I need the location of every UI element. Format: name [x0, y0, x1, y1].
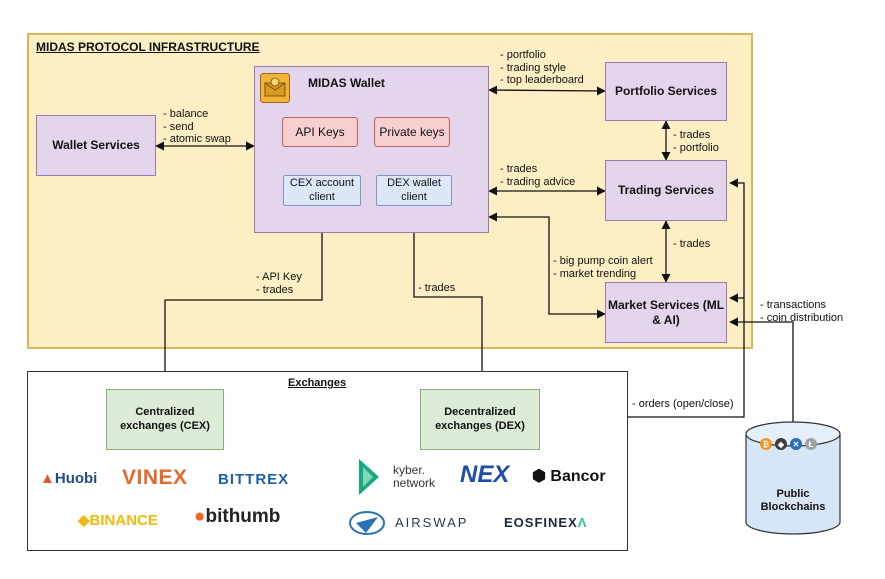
ripple-icon: ✕ — [790, 438, 802, 450]
wallet-services-box: Wallet Services — [36, 115, 156, 176]
edge-label-wallet-services: - balance - send - atomic swap — [163, 108, 231, 145]
wallet-services-label: Wallet Services — [52, 138, 140, 152]
dex-client-label: DEX wallet client — [387, 176, 441, 203]
bithumb-icon: ● — [194, 506, 206, 527]
litecoin-icon: Ł — [805, 438, 817, 450]
logo-huobi: ▲Huobi — [40, 470, 98, 487]
arrow-cex-exchange — [160, 206, 323, 390]
edge-label-portfolio-trading: - trades - portfolio — [673, 129, 719, 154]
bitcoin-icon: ₿ — [760, 438, 772, 450]
market-services-box: Market Services (ML & AI) — [605, 282, 727, 343]
logo-bithumb: ●bithumb — [194, 506, 281, 527]
arrow-portfolio — [488, 85, 606, 96]
logo-bancor: ⬢ Bancor — [532, 468, 606, 485]
binance-icon: ◆ — [78, 512, 90, 529]
arrow-dex-exchange — [413, 206, 487, 390]
api-keys-box: API Keys — [282, 117, 358, 147]
dex-exchange-box: Decentralized exchanges (DEX) — [420, 389, 540, 450]
edge-label-portfolio: - portfolio - trading style - top leader… — [500, 49, 584, 86]
infrastructure-title: MIDAS PROTOCOL INFRASTRUCTURE — [36, 40, 260, 54]
private-keys-box: Private keys — [374, 117, 450, 147]
logo-eosfinex: EOSFINEXΛ — [504, 515, 588, 530]
huobi-icon: ▲ — [40, 470, 55, 487]
api-keys-label: API Keys — [295, 124, 345, 139]
arrow-orders — [628, 178, 745, 418]
cex-client-label: CEX account client — [289, 176, 355, 203]
kyber-icon — [357, 457, 381, 497]
logo-nex: NEX — [460, 461, 510, 488]
edge-label-market-wallet: - big pump coin alert - market trending — [553, 255, 653, 280]
wallet-icon — [260, 73, 290, 103]
private-keys-label: Private keys — [379, 124, 445, 139]
dex-client-box: DEX wallet client — [376, 175, 452, 206]
edge-label-trading-market: - trades — [673, 238, 711, 250]
airswap-icon — [348, 505, 386, 539]
trading-services-box: Trading Services — [605, 160, 727, 221]
edge-label-orders: - orders (open/close) — [632, 398, 734, 410]
logo-binance: ◆BINANCE — [78, 512, 158, 529]
cex-exchange-label: Centralized exchanges (CEX) — [120, 405, 210, 432]
ethereum-icon: ◆ — [775, 438, 787, 450]
logo-vinex: VINEX — [122, 466, 188, 489]
trading-services-label: Trading Services — [617, 183, 715, 197]
logo-airswap: AIRSWAP — [395, 515, 469, 530]
market-services-label: Market Services (ML & AI) — [607, 297, 725, 327]
logo-bittrex: BITTREX — [218, 471, 290, 488]
midas-wallet-title: MIDAS Wallet — [308, 76, 385, 90]
arrow-blockchain-market — [729, 317, 794, 435]
dex-exchange-label: Decentralized exchanges (DEX) — [435, 405, 525, 432]
exchanges-title: Exchanges — [288, 377, 347, 389]
edge-label-trading: - trades - trading advice — [500, 163, 576, 188]
edge-label-cex: - API Key - trades — [256, 271, 302, 296]
portfolio-services-box: Portfolio Services — [605, 62, 727, 121]
cex-exchange-box: Centralized exchanges (CEX) — [106, 389, 224, 450]
portfolio-services-label: Portfolio Services — [614, 84, 718, 98]
edge-label-dex: - trades — [418, 282, 456, 294]
arrow-market-wallet — [488, 212, 606, 319]
edge-label-blockchain-market: - transactions - coin distribution — [760, 299, 844, 324]
blockchains-label: Public Blockchains — [760, 488, 826, 513]
logo-kyber: kyber. network — [393, 463, 436, 490]
bancor-icon: ⬢ — [532, 468, 546, 485]
cex-client-box: CEX account client — [283, 175, 361, 206]
